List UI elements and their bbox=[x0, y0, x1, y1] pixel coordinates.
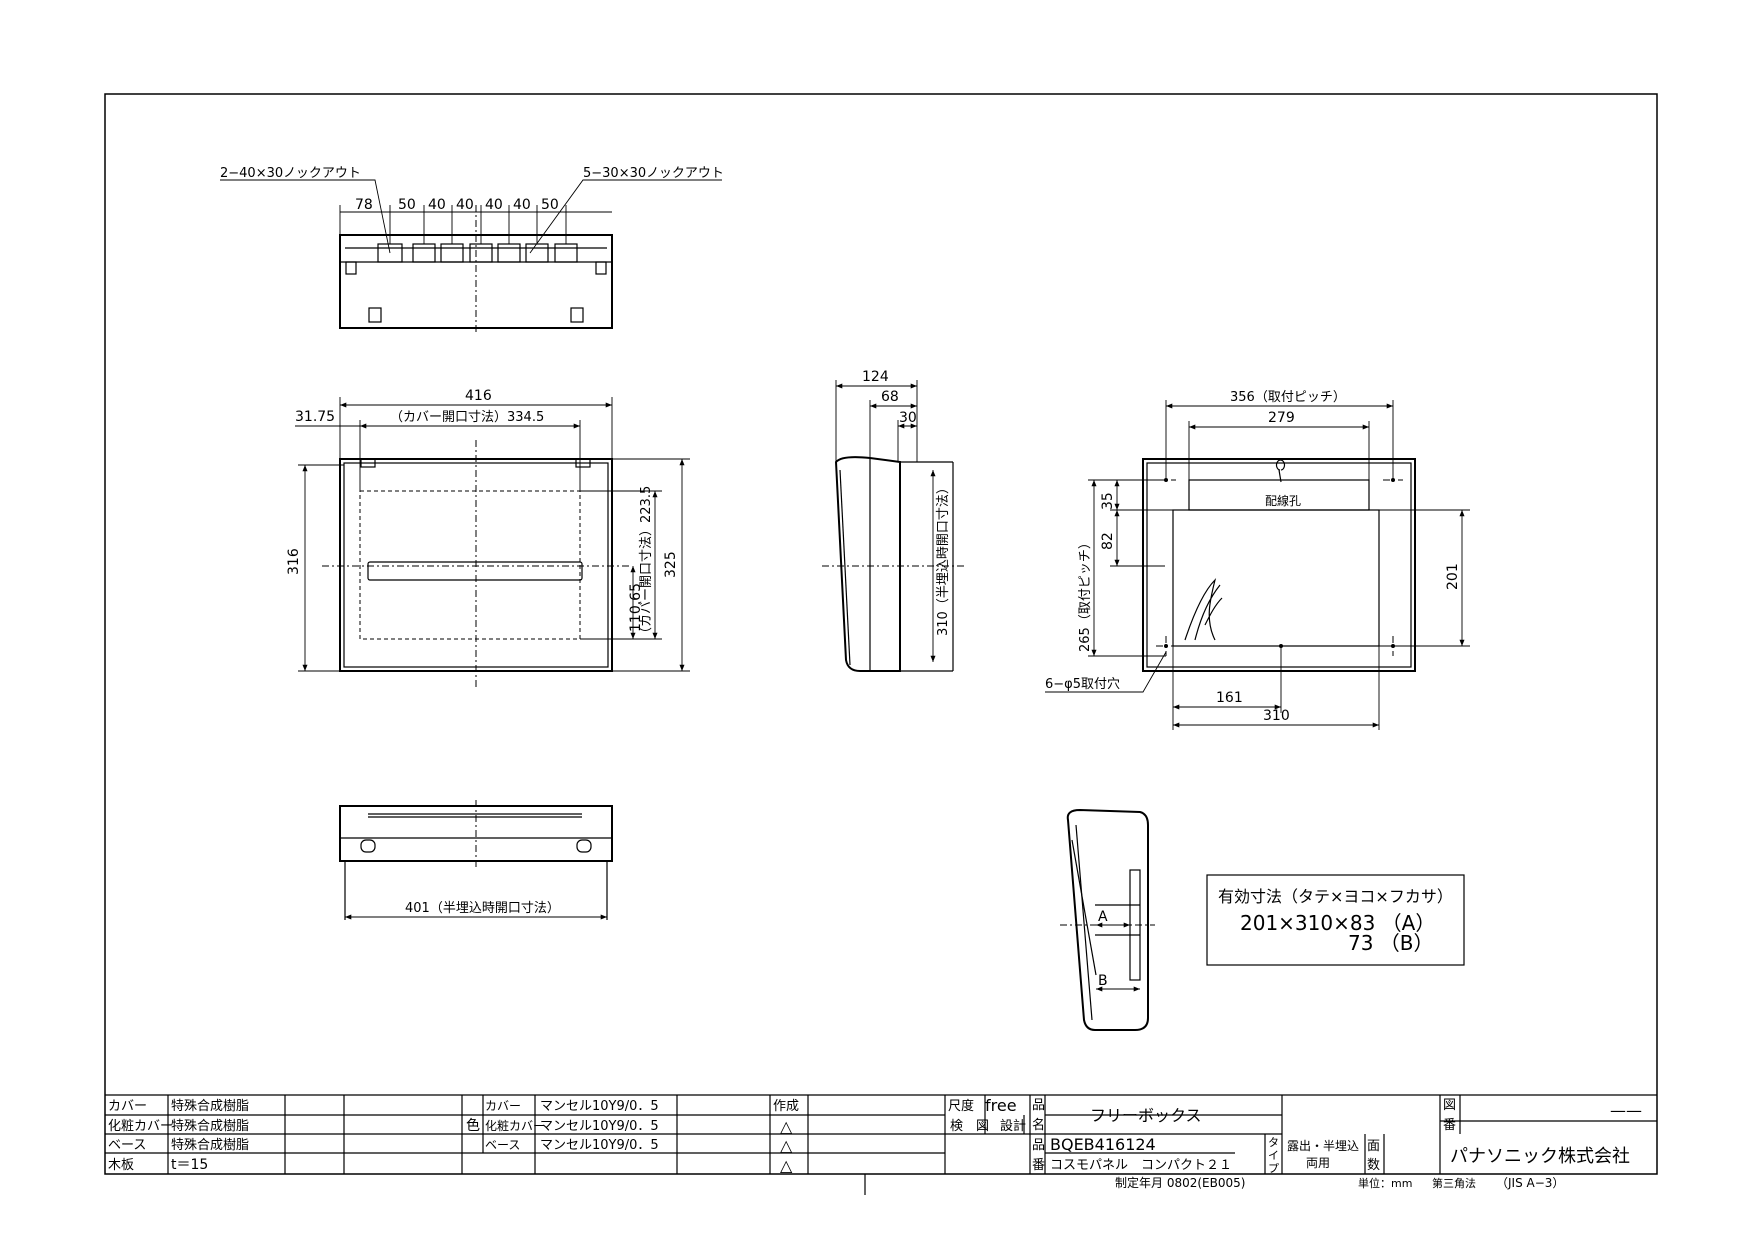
product-number: BQEB416124 bbox=[1050, 1135, 1156, 1154]
sheet-label-1: 面 bbox=[1367, 1139, 1380, 1154]
revision-mark-2: △ bbox=[780, 1136, 793, 1155]
front-height-left: 316 bbox=[286, 548, 302, 575]
front-height-right: 325 bbox=[663, 551, 679, 578]
back-h201: 201 bbox=[1445, 563, 1461, 590]
back-d82: 82 bbox=[1100, 532, 1116, 550]
back-view: 配線孔 356（取付ピッチ） 279 265（取 bbox=[1045, 390, 1470, 730]
scale-value: free bbox=[985, 1096, 1017, 1115]
sheet-border bbox=[104, 93, 1658, 1175]
back-w279: 279 bbox=[1268, 410, 1295, 426]
standard-label: （JIS A−3） bbox=[1496, 1176, 1564, 1190]
front-width: 416 bbox=[465, 388, 492, 404]
check-label: 検 図 bbox=[950, 1119, 989, 1134]
mat-value-4: t＝15 bbox=[171, 1157, 208, 1173]
drawing-label-1: 図 bbox=[1443, 1098, 1456, 1113]
top-dim-5: 40 bbox=[485, 197, 503, 213]
front-offset: 31.75 bbox=[295, 409, 335, 425]
color-part-1: カバー bbox=[485, 1099, 521, 1113]
front-cover-opening-w: （カバー開口寸法）334.5 bbox=[390, 410, 544, 425]
drawing-number: —— bbox=[1610, 1101, 1642, 1120]
name-label-1: 品 bbox=[1032, 1098, 1045, 1113]
company-name: パナソニック株式会社 bbox=[1450, 1146, 1630, 1167]
type-label-2: イ bbox=[1268, 1149, 1279, 1162]
effective-line2: 73 （B） bbox=[1348, 931, 1434, 955]
color-value-3: マンセル10Y9/0．5 bbox=[540, 1138, 659, 1153]
top-dim-7: 50 bbox=[541, 197, 559, 213]
revision-mark-3: △ bbox=[780, 1156, 793, 1175]
mat-value-2: 特殊合成樹脂 bbox=[171, 1119, 249, 1134]
top-dim-1: 78 bbox=[355, 197, 373, 213]
section-label-a: A bbox=[1098, 909, 1108, 925]
side-semi-flush: 310（半埋込時開口寸法） bbox=[936, 481, 951, 636]
back-pitch-w: 356（取付ピッチ） bbox=[1230, 390, 1346, 405]
top-view: 78 50 40 40 40 40 50 2−40×30ノックアウト 5−30×… bbox=[220, 166, 724, 335]
color-part-2: 化粧カバー bbox=[485, 1119, 545, 1133]
color-value-1: マンセル10Y9/0．5 bbox=[540, 1099, 659, 1114]
title-block: カバー 特殊合成樹脂 化粧カバー 特殊合成樹脂 ベース 特殊合成樹脂 木板 t＝… bbox=[105, 1094, 1657, 1195]
section-label-b: B bbox=[1098, 973, 1108, 989]
created-label: 作成 bbox=[773, 1099, 799, 1114]
front-view: 416 31.75 （カバー開口寸法）334.5 316 325 （カバー開口寸… bbox=[286, 388, 690, 690]
mat-part-4: 木板 bbox=[108, 1158, 134, 1173]
type-label-1: タ bbox=[1268, 1136, 1279, 1149]
back-d35: 35 bbox=[1100, 492, 1116, 510]
mount-holes-label: 6−φ5取付穴 bbox=[1045, 677, 1120, 692]
scale-label: 尺度 bbox=[948, 1098, 974, 1114]
top-dim-3: 40 bbox=[428, 197, 446, 213]
mat-part-2: 化粧カバー bbox=[108, 1119, 173, 1134]
product-name: フリーボックス bbox=[1090, 1106, 1202, 1125]
color-label: 色 bbox=[466, 1117, 480, 1134]
number-label-1: 品 bbox=[1032, 1138, 1045, 1153]
wiring-hole-label: 配線孔 bbox=[1265, 493, 1301, 508]
top-dim-4: 40 bbox=[456, 197, 474, 213]
number-label-2: 番 bbox=[1032, 1158, 1045, 1173]
drawing-label-2: 番 bbox=[1443, 1118, 1456, 1133]
series-name: コスモパネル コンパクト２１ bbox=[1050, 1158, 1232, 1173]
top-dim-6: 40 bbox=[513, 197, 531, 213]
projection-label: 第三角法 bbox=[1432, 1176, 1476, 1190]
knockout-left-label: 2−40×30ノックアウト bbox=[220, 166, 361, 181]
back-w310: 310 bbox=[1263, 708, 1290, 724]
front-cover-opening-h: （カバー開口寸法）223.5 bbox=[639, 486, 654, 640]
side-d30: 30 bbox=[899, 410, 917, 426]
type-value-2: 両用 bbox=[1306, 1156, 1330, 1170]
effective-title: 有効寸法（タテ×ヨコ×フカサ） bbox=[1218, 887, 1453, 906]
effective-dimensions-box: 有効寸法（タテ×ヨコ×フカサ） 201×310×83 （A） 73 （B） bbox=[1206, 874, 1465, 966]
mat-part-3: ベース bbox=[108, 1138, 146, 1153]
side-view: 124 68 30 310（半埋込時開口寸法） bbox=[822, 369, 965, 672]
mat-value-1: 特殊合成樹脂 bbox=[171, 1099, 249, 1114]
name-label-2: 名 bbox=[1032, 1117, 1045, 1133]
side-d124: 124 bbox=[862, 369, 889, 385]
unit-label: 単位：mm bbox=[1358, 1176, 1412, 1190]
back-w161: 161 bbox=[1216, 690, 1243, 706]
side-d68: 68 bbox=[881, 389, 899, 405]
revision-mark-1: △ bbox=[780, 1117, 793, 1136]
color-value-2: マンセル10Y9/0．5 bbox=[540, 1119, 659, 1134]
design-label: 設計 bbox=[1000, 1118, 1026, 1134]
top-dim-2: 50 bbox=[398, 197, 416, 213]
section-view: A B bbox=[1060, 808, 1155, 1031]
bottom-semi-flush: 401（半埋込時開口寸法） bbox=[405, 901, 560, 916]
effective-line1: 201×310×83 （A） bbox=[1240, 911, 1435, 935]
knockout-right-label: 5−30×30ノックアウト bbox=[583, 166, 724, 181]
front-h-offset: 110.65 bbox=[628, 583, 644, 632]
color-part-3: ベース bbox=[485, 1138, 520, 1152]
established-date: 制定年月 0802(EB005) bbox=[1115, 1175, 1245, 1190]
bottom-view: 401（半埋込時開口寸法） bbox=[339, 800, 613, 920]
type-label-3: プ bbox=[1268, 1162, 1279, 1175]
back-pitch-h: 265（取付ピッチ） bbox=[1078, 536, 1093, 652]
type-value-1: 露出・半埋込 bbox=[1287, 1139, 1359, 1153]
mat-part-1: カバー bbox=[108, 1099, 147, 1114]
sheet-label-2: 数 bbox=[1367, 1158, 1380, 1173]
mat-value-3: 特殊合成樹脂 bbox=[171, 1138, 249, 1153]
